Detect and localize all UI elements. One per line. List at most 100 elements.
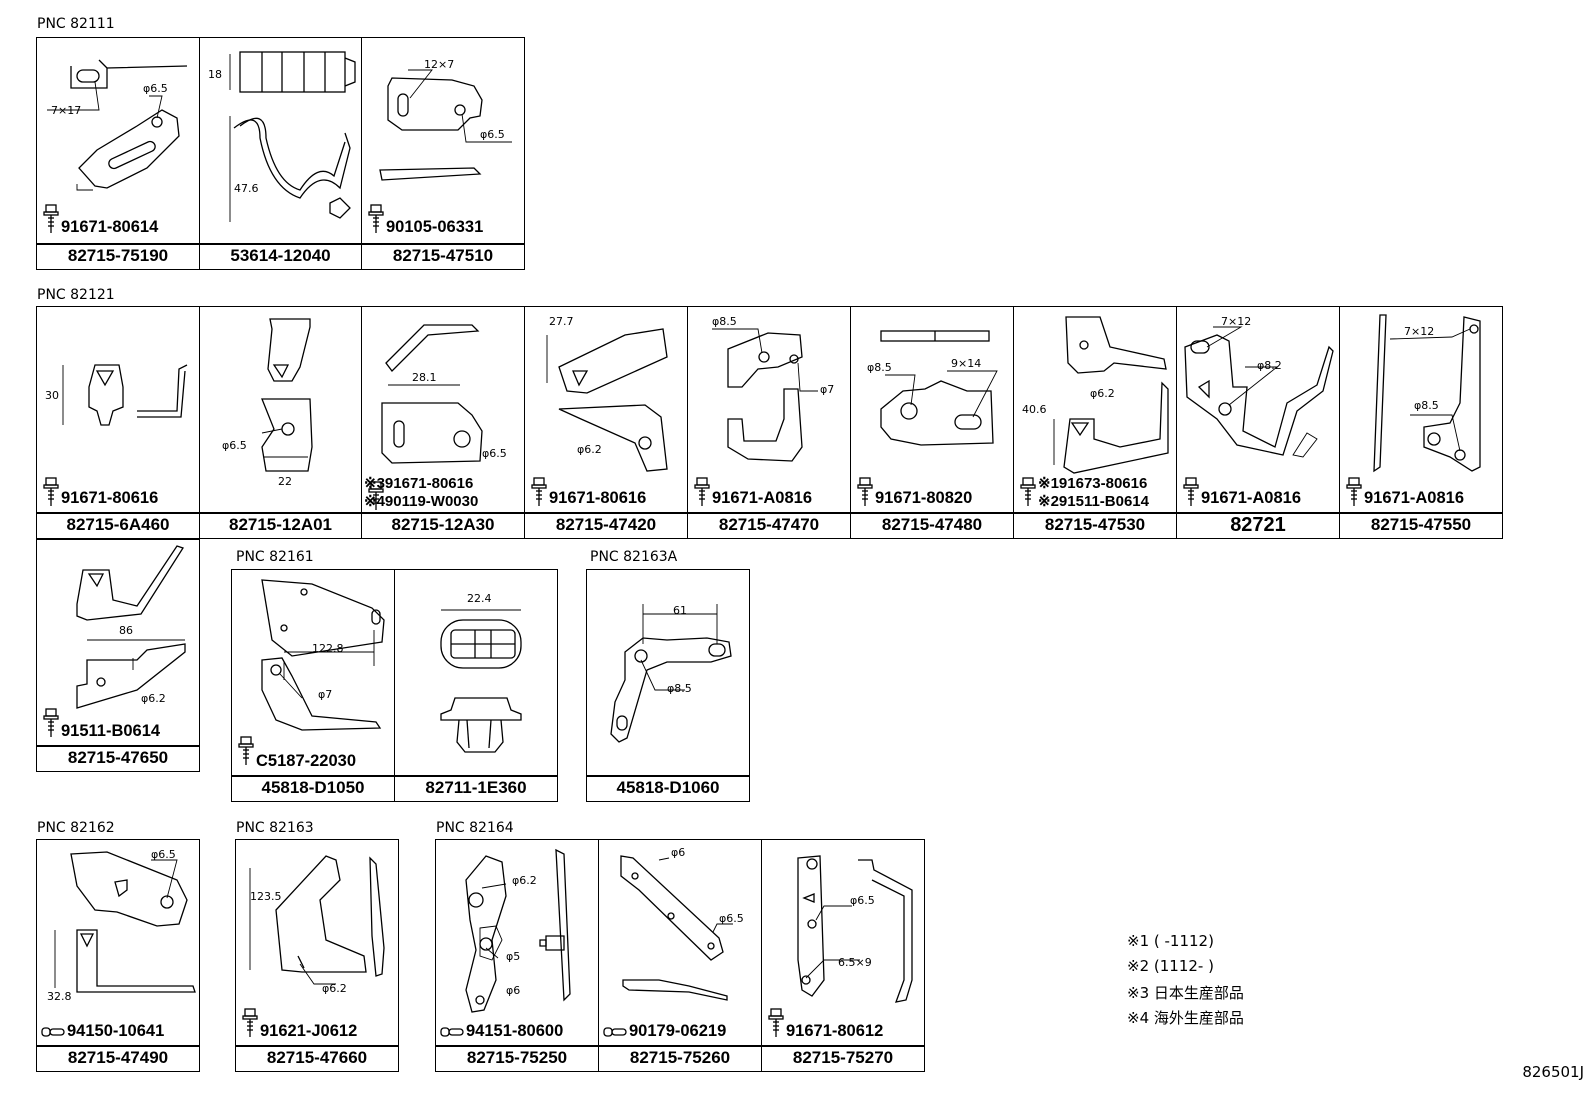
part-number-53614-12040[interactable]: 53614-12040 [199, 243, 362, 270]
fastener-part-number: 90179-06219 [629, 1022, 727, 1040]
dim-label: φ6.5 [850, 894, 875, 907]
part-cell-82715-47490[interactable]: φ6.5 32.8 94150-10641 [36, 839, 200, 1047]
part-number-82715-75190[interactable]: 82715-75190 [36, 243, 200, 270]
part-cell-82715-6A460[interactable]: 30 91671-80616 [36, 306, 200, 514]
part-number-82721[interactable]: 82721 [1176, 512, 1340, 539]
part-cell-82715-47530[interactable]: φ6.2 40.6 ※191673-80616 ※291511-B0614 [1013, 306, 1177, 514]
part-cell-82715-47480[interactable]: φ8.5 9×14 91671-80820 [850, 306, 1014, 514]
dim-label: φ6.5 [222, 439, 247, 452]
clip-drawing [440, 609, 522, 753]
pnc-label-82121: PNC 82121 [37, 287, 115, 303]
fastener-part-number: 94150-10641 [67, 1022, 165, 1040]
part-cell-82715-47550[interactable]: 7×12 φ8.5 91671-A0816 [1339, 306, 1503, 514]
part-number-82715-75270[interactable]: 82715-75270 [761, 1045, 925, 1072]
bracket-drawing [76, 545, 186, 709]
fastener-part-number: 91671-80614 [61, 218, 159, 236]
part-number-82715-47650[interactable]: 82715-47650 [36, 745, 200, 772]
fastener-part-number: C5187-22030 [256, 752, 356, 770]
flange-bolt-icon [368, 481, 384, 510]
bracket-drawing [1184, 326, 1334, 458]
dim-label: φ5 [506, 950, 521, 963]
dim-label: φ8.2 [1257, 359, 1282, 372]
footnote-3: ※3 日本生産部品 [1127, 984, 1244, 1002]
flange-bolt-icon [43, 477, 59, 506]
part-cell-82715-75190[interactable]: φ6.5 7×17 91671-80614 [36, 37, 200, 245]
dim-label: 7×12 [1404, 325, 1435, 338]
dim-label: φ6 [671, 846, 686, 859]
dim-label: 7×17 [51, 104, 82, 117]
dim-label: 22.4 [467, 592, 492, 605]
dim-label: 122.8 [312, 642, 344, 655]
part-number-82715-47470[interactable]: 82715-47470 [687, 512, 851, 539]
dim-label: 123.5 [250, 890, 282, 903]
part-number-82715-47480[interactable]: 82715-47480 [850, 512, 1014, 539]
dim-label: φ7 [318, 688, 333, 701]
bracket-drawing [620, 855, 733, 1001]
part-cell-82715-12A30[interactable]: 28.1 φ6.5 ※391671-80616 ※490119-W0030 [361, 306, 525, 514]
dim-label: φ8.5 [712, 315, 737, 328]
part-number-82715-47420[interactable]: 82715-47420 [524, 512, 688, 539]
bracket-drawing [465, 848, 571, 1013]
part-cell-45818-D1050[interactable]: 122.8 φ7 C5187-22030 [231, 569, 395, 777]
part-cell-82715-47470[interactable]: φ8.5 φ7 91671-A0816 [687, 306, 851, 514]
part-number-82711-1E360[interactable]: 82711-1E360 [394, 775, 558, 802]
flange-bolt-icon [43, 708, 59, 737]
dim-label: φ8.5 [867, 361, 892, 374]
dim-label: φ6.5 [480, 128, 505, 141]
part-cell-53614-12040[interactable]: 18 47.6 [199, 37, 362, 245]
part-number-82715-47550[interactable]: 82715-47550 [1339, 512, 1503, 539]
bracket-drawing [62, 364, 188, 426]
clip-pin-icon [603, 1027, 627, 1037]
part-cell-45818-D1060[interactable]: 61 φ8.5 [586, 569, 750, 777]
part-number-82715-75250[interactable]: 82715-75250 [435, 1045, 599, 1072]
diagram-reference-code: 826501J [1522, 1063, 1584, 1081]
dim-label: 12×7 [424, 58, 455, 71]
pnc-label-82111: PNC 82111 [37, 16, 115, 32]
part-cell-82711-1E360[interactable]: 22.4 [394, 569, 558, 777]
dim-label: φ6.5 [143, 82, 168, 95]
dim-label: φ6.2 [141, 692, 166, 705]
flange-bolt-icon [531, 477, 547, 506]
part-cell-82715-47650[interactable]: 86 φ6.2 91511-B0614 [36, 539, 200, 747]
dim-label: φ6.5 [719, 912, 744, 925]
bracket-drawing [47, 59, 188, 191]
part-number-45818-D1050[interactable]: 45818-D1050 [231, 775, 395, 802]
fastener-part-number: 91671-A0816 [712, 489, 812, 507]
part-number-82715-6A460[interactable]: 82715-6A460 [36, 512, 200, 539]
part-number-82715-47510[interactable]: 82715-47510 [361, 243, 525, 270]
flange-bolt-icon [242, 1008, 258, 1037]
clip-pin-icon [440, 1027, 464, 1037]
part-number-82715-12A30[interactable]: 82715-12A30 [361, 512, 525, 539]
clip-drawing [229, 51, 356, 222]
part-cell-82715-75260[interactable]: φ6 φ6.5 90179-06219 [598, 839, 762, 1047]
dim-label: 28.1 [412, 371, 437, 384]
flange-bolt-icon [1020, 477, 1036, 506]
dim-label: φ6.5 [482, 447, 507, 460]
part-number-82715-47490[interactable]: 82715-47490 [36, 1045, 200, 1072]
dim-label: φ6 [506, 984, 521, 997]
part-cell-82715-47510[interactable]: 12×7 φ6.5 90105-06331 [361, 37, 525, 245]
part-cell-82715-47660[interactable]: 123.5 φ6.2 91621-J0612 [235, 839, 399, 1047]
dim-label: φ6.2 [512, 874, 537, 887]
flange-bolt-icon [1346, 477, 1362, 506]
fastener-part-number: 91621-J0612 [260, 1022, 358, 1040]
bracket-drawing [880, 330, 998, 446]
bracket-drawing [381, 324, 483, 464]
dim-label: 40.6 [1022, 403, 1047, 416]
part-cell-82715-75250[interactable]: φ6.2 φ5 φ6 94151-80600 [435, 839, 599, 1047]
fastener-part-number: 91671-A0816 [1201, 489, 1301, 507]
part-cell-82715-47420[interactable]: 27.7 φ6.2 91671-80616 [524, 306, 688, 514]
dim-label: 22 [278, 475, 292, 488]
part-number-45818-D1060[interactable]: 45818-D1060 [586, 775, 750, 802]
part-number-82715-75260[interactable]: 82715-75260 [598, 1045, 762, 1072]
fastener-part-number: ※391671-80616 [364, 475, 474, 492]
dim-label: 7×12 [1221, 315, 1252, 328]
part-cell-82715-12A01[interactable]: φ6.5 22 [199, 306, 362, 514]
part-cell-82721[interactable]: 7×12 φ8.2 91671-A0816 [1176, 306, 1340, 514]
part-cell-82715-75270[interactable]: φ6.5 6.5×9 91671-80612 [761, 839, 925, 1047]
flange-bolt-icon [694, 477, 710, 506]
part-number-82715-47530[interactable]: 82715-47530 [1013, 512, 1177, 539]
bracket-drawing [1373, 314, 1481, 473]
part-number-82715-12A01[interactable]: 82715-12A01 [199, 512, 362, 539]
part-number-82715-47660[interactable]: 82715-47660 [235, 1045, 399, 1072]
